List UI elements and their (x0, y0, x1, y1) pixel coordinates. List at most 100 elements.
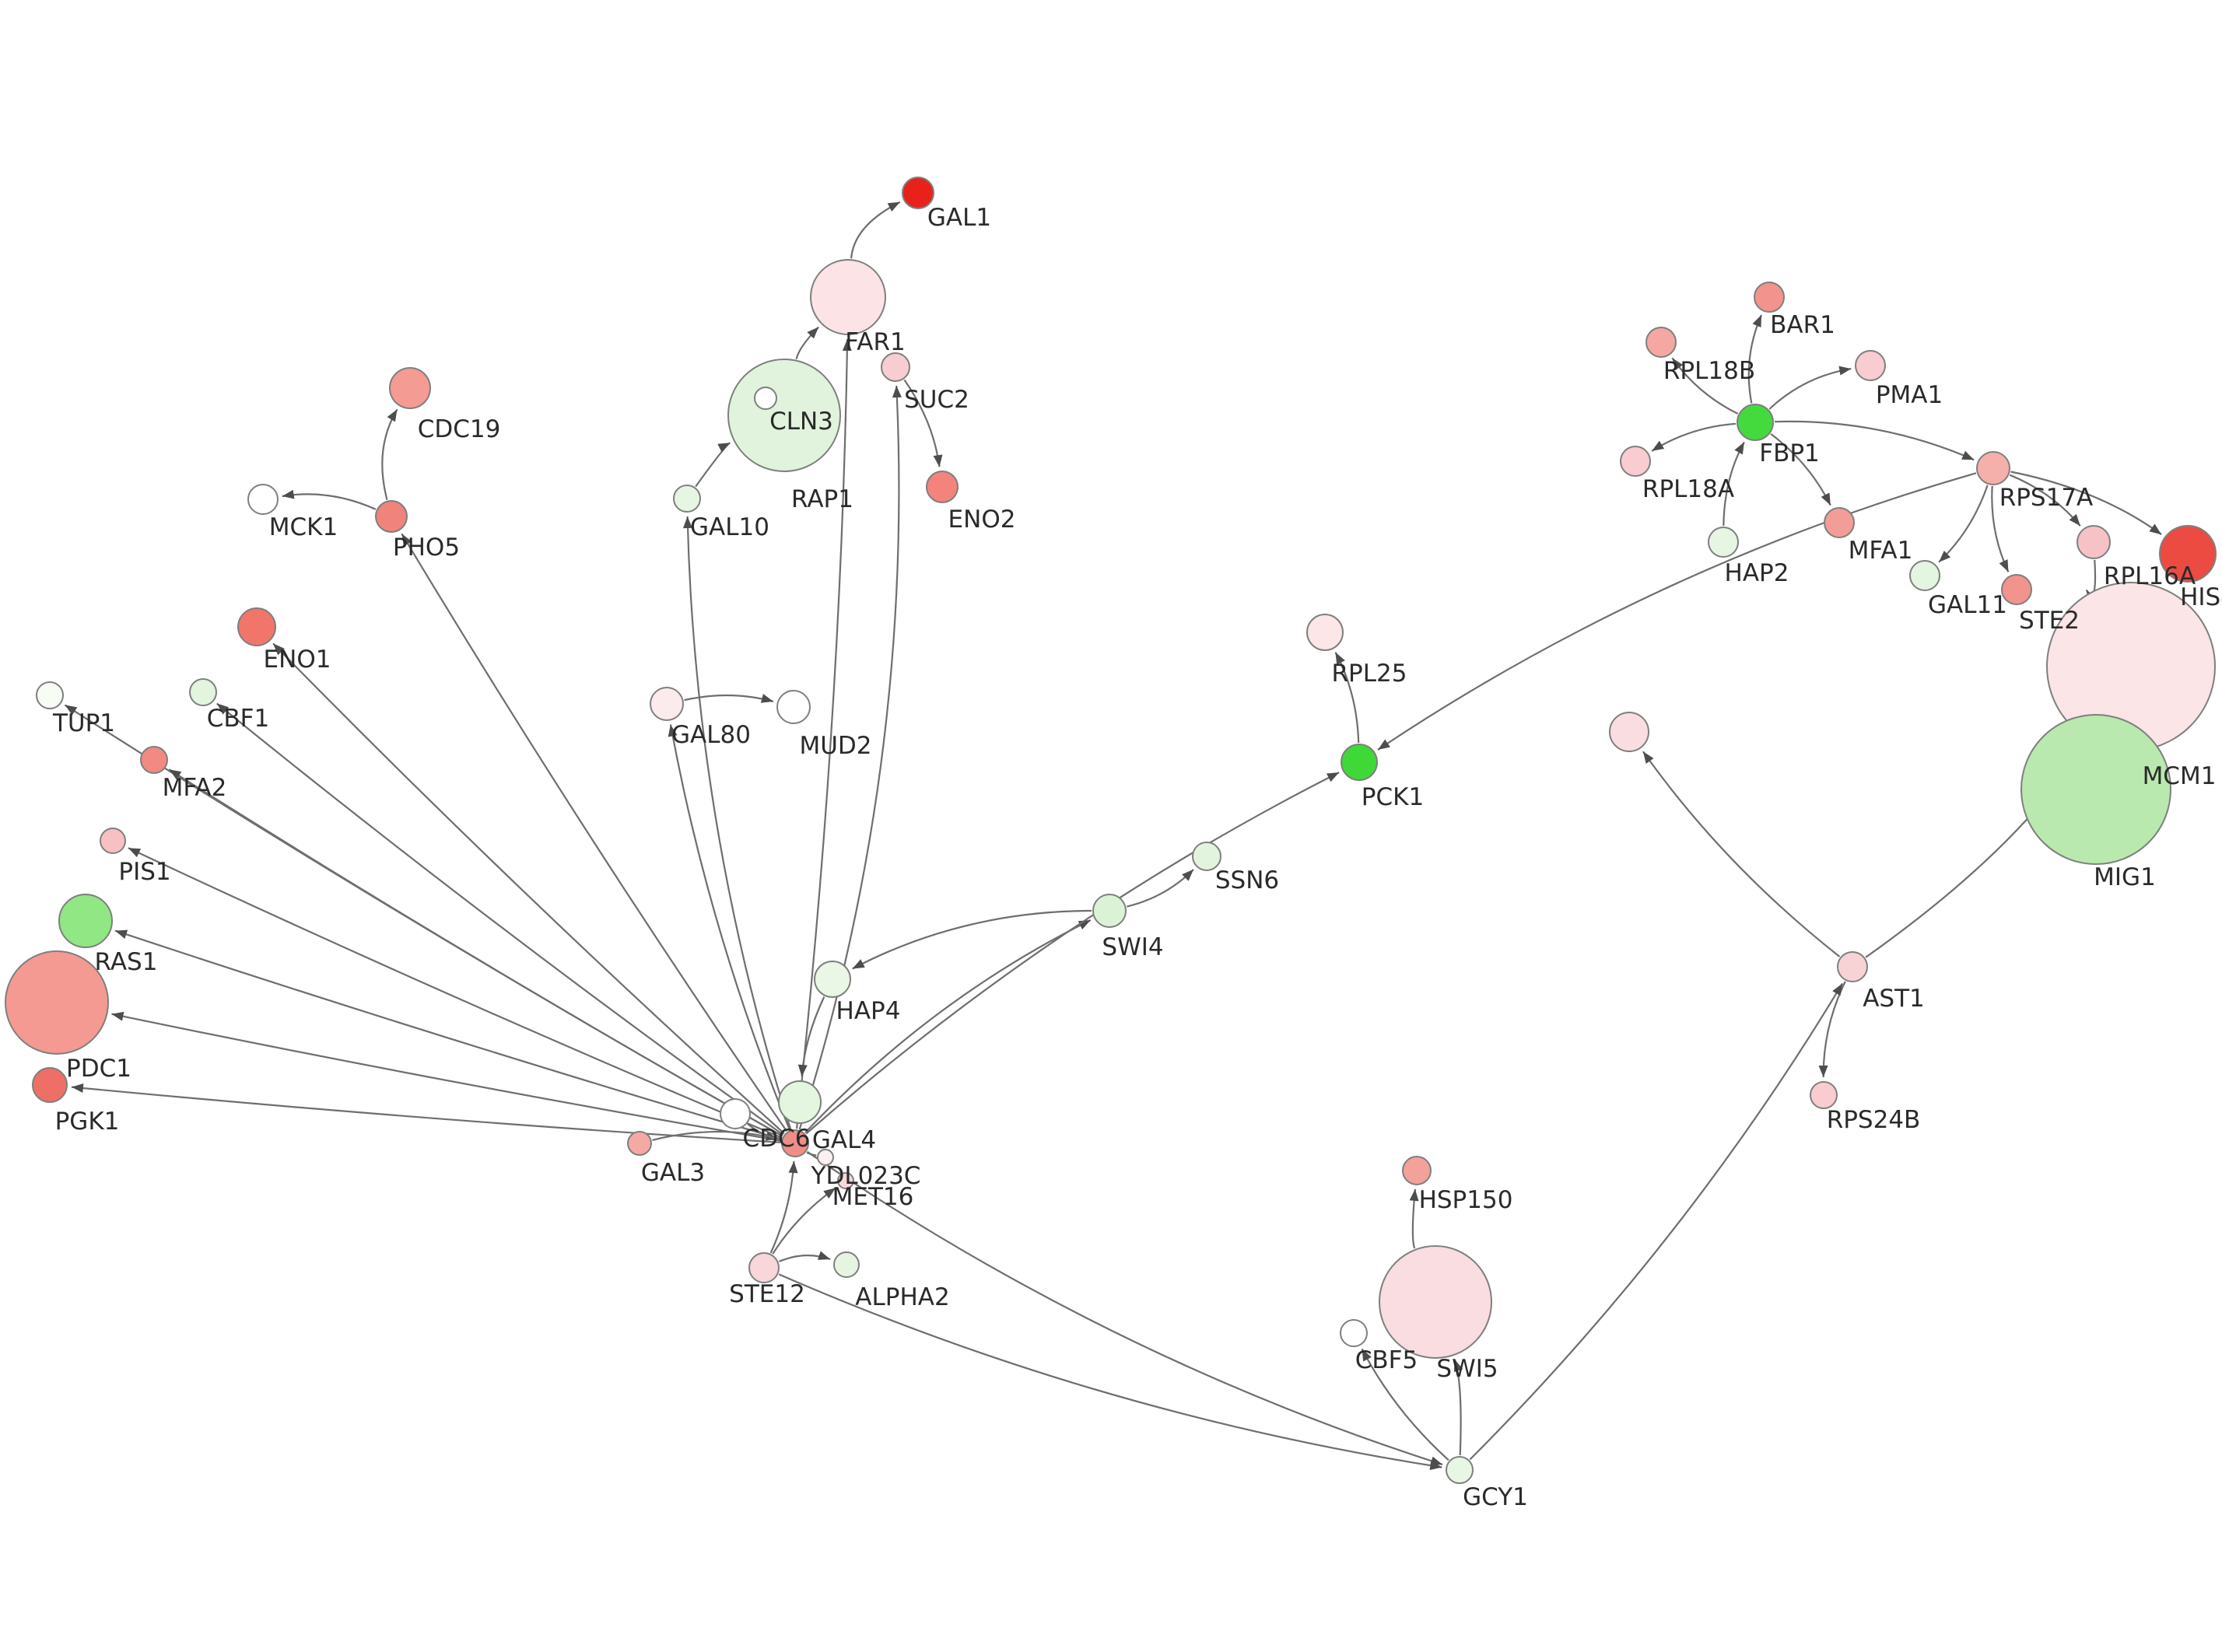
node-alpha2[interactable] (833, 1251, 860, 1278)
edge-far1-gal1[interactable] (850, 201, 901, 259)
edge-gal4-eno1[interactable] (272, 642, 785, 1135)
edge-rps17a-his4[interactable] (2010, 471, 2162, 536)
node-cbf5[interactable] (1340, 1319, 1368, 1347)
edge-ste12-gal4[interactable] (769, 1160, 798, 1254)
edge-gal4-gal10[interactable] (682, 516, 792, 1130)
node-mfa1[interactable] (1824, 507, 1855, 538)
node-mig1[interactable] (2020, 714, 2171, 865)
node-far1[interactable] (810, 259, 886, 335)
node-gal11[interactable] (1909, 560, 1940, 591)
node-ste2[interactable] (2001, 574, 2032, 605)
node-rpl18a[interactable] (1620, 446, 1651, 477)
edge-rps17a-pck1[interactable] (1377, 472, 1977, 751)
node-rps17a[interactable] (1976, 451, 2010, 485)
edge-gal4-pho5[interactable] (401, 533, 788, 1132)
node-bar1[interactable] (1754, 282, 1785, 313)
node-gcy1[interactable] (1446, 1456, 1474, 1484)
node-ras1[interactable] (58, 894, 113, 948)
node-gal3[interactable] (627, 1131, 652, 1156)
node-rpl16a[interactable] (2077, 525, 2111, 559)
edge-gcy1-cbf5[interactable] (1361, 1348, 1449, 1461)
edge-gal80-mud2[interactable] (684, 694, 774, 703)
node-gal1[interactable] (902, 177, 934, 209)
edge-gal4-pck1[interactable] (805, 772, 1340, 1135)
edge-rps17a-ste2[interactable] (1991, 485, 2010, 572)
edge-gal4-pgk1[interactable] (71, 1083, 781, 1143)
edge-rpl16a-mcm1[interactable] (2085, 559, 2097, 603)
edge-gal4-ras1[interactable] (114, 929, 782, 1140)
edge-fbp1-rpl18a[interactable] (1651, 422, 1737, 452)
node-gal80[interactable] (650, 687, 684, 721)
edge-fbp1-bar1[interactable] (1747, 314, 1763, 404)
node-eno1[interactable] (237, 607, 276, 646)
node-pis1[interactable] (100, 828, 126, 854)
node-cdc6[interactable] (720, 1098, 751, 1129)
edge-gal4-tup1[interactable] (64, 704, 783, 1137)
edge-fbp1-pma1[interactable] (1768, 366, 1852, 410)
node-mck1[interactable] (247, 484, 279, 515)
edge-pho5-cdc19[interactable] (381, 408, 398, 500)
edge-hap4-grn1[interactable] (797, 996, 825, 1077)
node-hap2[interactable] (1708, 527, 1739, 558)
node-mfa2[interactable] (140, 746, 168, 774)
node-rps24b[interactable] (1810, 1081, 1838, 1109)
node-ydl023c[interactable] (817, 1149, 834, 1166)
node-cdc19[interactable] (389, 367, 431, 409)
edge-ste12-alpha2[interactable] (778, 1251, 831, 1262)
node-suc2[interactable] (881, 352, 910, 382)
edge-gal3-gal4[interactable] (652, 1130, 778, 1141)
edge-suc2-eno2[interactable] (903, 379, 943, 467)
edge-gcy1-swi5[interactable] (1453, 1359, 1463, 1456)
edge-gal4-suc2[interactable] (798, 385, 902, 1130)
edge-gal4-pis1[interactable] (128, 847, 782, 1139)
edge-swi4-hap4[interactable] (852, 909, 1092, 970)
edge-fbp1-rpl18b[interactable] (1671, 357, 1739, 415)
edge-rps17a-gal11[interactable] (1938, 485, 1989, 563)
edge-ste12-gcy1[interactable] (778, 1273, 1442, 1471)
node-ast1[interactable] (1837, 951, 1868, 982)
node-met16[interactable] (837, 1172, 854, 1189)
edge-cdc6-gal4[interactable] (747, 1123, 781, 1141)
node-pho5[interactable] (375, 500, 408, 533)
node-pdc1[interactable] (5, 950, 109, 1055)
node-ssn6[interactable] (1192, 842, 1221, 871)
edge-pho5-mck1[interactable] (282, 489, 377, 510)
node-cbf1[interactable] (189, 678, 217, 706)
node-eno2[interactable] (926, 471, 959, 503)
edge-swi4-ssn6[interactable] (1127, 869, 1194, 908)
node-rpl18b[interactable] (1645, 327, 1677, 358)
edge-swi5-hsp150[interactable] (1409, 1188, 1419, 1249)
node-gal10[interactable] (673, 485, 701, 513)
edge-gal4-far1[interactable] (796, 338, 852, 1129)
node-fbp1[interactable] (1737, 404, 1774, 441)
node-hsp150[interactable] (1402, 1156, 1432, 1185)
node-hap4[interactable] (814, 961, 851, 998)
edge-gal4-mfa2[interactable] (168, 768, 783, 1137)
node-ste12[interactable] (748, 1252, 780, 1283)
edge-gcy1-ast1[interactable] (1469, 982, 1844, 1461)
node-pck1[interactable] (1341, 744, 1378, 781)
edge-gal4-pdc1[interactable] (111, 1011, 781, 1142)
edge-rps17a-rpl16a[interactable] (2009, 474, 2081, 527)
edge-gal4-ydl023c[interactable] (806, 1151, 817, 1157)
edge-gal4-gcy1[interactable] (806, 1150, 1443, 1466)
edge-pck1-rpl25[interactable] (1334, 652, 1360, 744)
edge-gal10-cln3[interactable] (695, 442, 731, 488)
edge-fbp1-mfa1[interactable] (1770, 433, 1831, 506)
node-rpl25[interactable] (1306, 614, 1344, 651)
edge-gal4-cbf1[interactable] (216, 702, 784, 1136)
node-grn1[interactable] (778, 1080, 822, 1124)
edge-hap2-fbp1[interactable] (1723, 441, 1745, 527)
node-his4[interactable] (2159, 525, 2217, 583)
edge-ste12-met16[interactable] (772, 1187, 836, 1255)
node-tup1[interactable] (36, 681, 64, 709)
node-gal4[interactable] (781, 1129, 809, 1157)
node-swi4[interactable] (1092, 894, 1127, 928)
edge-cln3-far1[interactable] (795, 326, 819, 359)
node-mud2[interactable] (776, 690, 811, 724)
node-pnk1[interactable] (1609, 712, 1649, 752)
edge-gal4-gal80[interactable] (668, 724, 790, 1130)
node-cln3[interactable] (727, 359, 841, 472)
node-pma1[interactable] (1855, 350, 1886, 381)
node-pgk1[interactable] (32, 1067, 68, 1103)
